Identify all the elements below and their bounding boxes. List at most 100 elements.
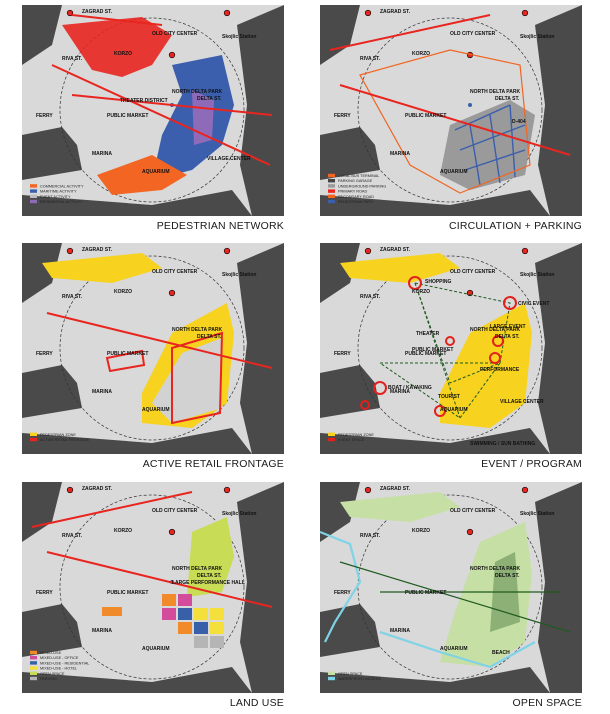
event-links [379,282,511,419]
land-mass-sw [22,365,82,418]
walking-radius-circle [59,494,245,680]
label-north-delta-park: NORTH DELTA PARK [172,566,222,572]
legend-swatch [328,179,335,183]
label-station: Skojlic Station [520,34,554,40]
label-north-delta-park: NORTH DELTA PARK [172,89,222,95]
arrows [31,491,273,608]
landmark-marker [168,528,176,536]
label-korzo: KORZO [412,528,430,534]
land-mass-nw [22,5,62,65]
legend-swatch [30,661,37,665]
legend-label: COMMERCIAL ACTIVITY [40,184,84,188]
label-riva: RIVA ST. [62,533,83,539]
label-ferry: FERRY [36,351,53,357]
label-theater: THEATER [416,331,440,337]
label-public-market: PUBLIC MARKET [405,351,446,357]
label-riva: RIVA ST. [62,56,83,62]
label-delta-st: DELTA ST. [495,334,520,340]
landmark-marker [364,486,372,494]
legend-swatch [30,650,37,655]
legend-label: PEDESTRIAN PATH [338,200,373,204]
legend-label: MIXED-USE [40,651,62,655]
land-mass-south [22,190,252,216]
label-tourist: TOURIST [438,394,460,400]
land-mass-sw [320,127,380,180]
label-old-city: OLD CITY CENTER [450,269,496,275]
label-delta-st: DELTA ST. [197,96,222,102]
label-riva: RIVA ST. [360,56,381,62]
label-village-center: VILLAGE CENTER [207,156,251,162]
center-marker [468,103,472,107]
label-aquarium: AQUARIUM [440,646,468,652]
land-mass-east [535,482,582,693]
legend-swatch [30,671,37,675]
land-mass-south [320,428,550,454]
label-old-city: OLD CITY CENTER [152,508,198,514]
base-map [22,5,284,216]
legend-swatch [30,432,37,436]
land-mass-south [320,667,550,693]
label-aquarium: AQUARIUM [142,407,170,413]
label-north-delta-park: NORTH DELTA PARK [172,327,222,333]
legend-label: MIXED-USE - RESIDENTIAL [40,661,89,665]
land-mass-sw [320,365,380,418]
label-ferry: FERRY [36,113,53,119]
legend-label: OPEN SPACE [338,672,363,676]
label-ferry: FERRY [36,590,53,596]
label-north-delta-park: NORTH DELTA PARK [470,566,520,572]
legend-swatch [30,199,37,204]
pedestrian-zone [340,253,532,428]
legend-swatch [328,437,335,442]
label-marina: MARINA [92,151,112,157]
land-mass-south [320,190,550,216]
legend-label: PEDESTRIAN ZONE [40,433,76,437]
legend-swatch [328,676,335,681]
label-public-market: PUBLIC MARKET [107,590,148,596]
caption-event-program: EVENT / PROGRAM [481,458,582,470]
label-old-city: OLD CITY CENTER [450,31,496,37]
land-mass-nw [320,482,360,542]
event-spaces [360,276,517,417]
landmark-marker [66,9,74,17]
activity-overlay [62,17,234,195]
label-marina: MARINA [390,628,410,634]
legend-swatch [30,194,37,198]
legend-swatch [328,432,335,436]
label-riva: RIVA ST. [62,294,83,300]
label-beach: BEACH [492,650,510,656]
landmark-marker [521,9,529,17]
label-public-market: PUBLIC MARKET [107,351,148,357]
walking-radius-circle [59,255,245,441]
label-marina: MARINA [390,389,410,395]
landmark-marker [223,247,231,255]
label-ferry: FERRY [334,590,351,596]
label-boat-kayaking: BOAT / KAYAKING [388,385,432,391]
label-marina: MARINA [92,628,112,634]
landmark-marker [521,486,529,494]
label-performance: PERFORMANCE [480,367,520,373]
caption-circulation-parking: CIRCULATION + PARKING [448,220,582,232]
legend-swatch [30,437,37,442]
label-old-city: OLD CITY CENTER [152,269,198,275]
label-ferry: FERRY [334,351,351,357]
label-marina: MARINA [92,389,112,395]
legend-swatch [328,199,335,204]
landmark-marker [521,247,529,255]
label-civic-event: CIVIC EVENT [518,301,549,307]
waterfront-access [320,530,536,669]
base-map [22,243,284,454]
label-large-event: LARGE EVENT [490,324,526,330]
label-station: Skojlic Station [520,272,554,278]
label-swimming: SWIMMING / SUN BATHING [470,441,535,447]
label-riva: RIVA ST. [360,533,381,539]
label-old-city: OLD CITY CENTER [152,31,198,37]
